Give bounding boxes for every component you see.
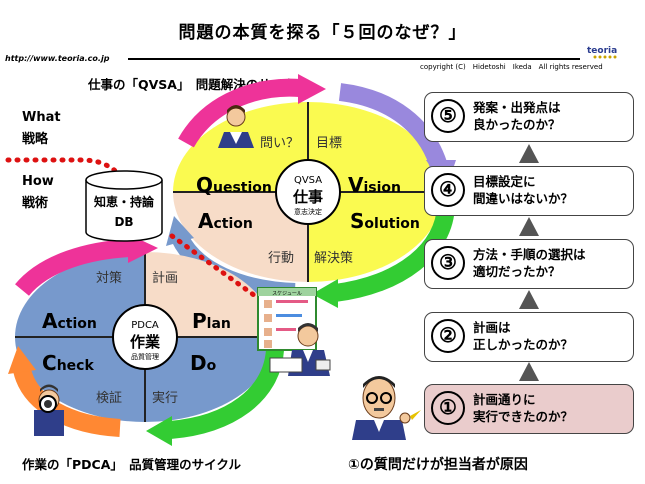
pdca-plan-jp: 計画 [152,270,178,286]
phone-person-illustration [269,323,331,376]
pdca-check-label: Check [42,351,94,375]
presenter-illustration [352,376,421,440]
pdca-arrowhead-green [146,416,172,446]
pdca-verify-jp: 検証 [96,391,122,406]
qvsa-quadrant-action [173,192,308,282]
question-text-5: 発案・出発点は 良かったのか？ [473,100,561,132]
what-label: What [22,110,61,125]
qvsa-arrow-magenta [178,78,301,148]
question-number-5: ⑤ [431,99,465,133]
qvsa-center-sub: 意志決定 [294,207,322,216]
schedule-label: スケジュール [272,290,302,297]
qvsa-arrow-purple [338,83,449,173]
pdca-quadrant-action [15,252,145,337]
qvsa-solution-label: Solution [350,209,420,233]
up-arrow-triangles [519,144,539,381]
pdca-center-top: PDCA [131,320,159,331]
thinking-person-illustration [218,105,254,148]
pdca-center-main: 作業 [130,333,161,351]
pdca-do-label: Do [190,351,217,375]
question-text-2: 計画は 正しかったのか？ [473,320,574,352]
qvsa-center-top: QVSA [294,175,322,186]
red-dotted-line-diagonal [169,233,261,301]
db-cylinder: 知恵・持論 DB [85,170,163,242]
qvsa-center-main: 仕事 [292,188,323,206]
question-box-1: ① 計画通りに 実行できたのか？ [424,384,634,434]
question-text-3: 方法・手順の選択は 適切だったか？ [473,247,586,279]
pdca-quadrant-plan [145,252,275,337]
pdca-center-circle [112,304,178,370]
pdca-center-sub: 品質管理 [131,352,159,361]
question-box-4: ④ 目標設定に 間違いはないか？ [424,166,634,216]
pdca-measure-jp: 対策 [96,270,122,286]
pdca-action-label: Action [42,309,97,333]
magnifier-person-illustration [34,384,64,436]
site-url[interactable]: http://www.teoria.co.jp [5,54,110,63]
db-line1: 知恵・持論 [93,194,155,209]
question-number-1: ① [431,391,465,425]
qvsa-vision-label: Vision [348,173,401,197]
question-box-2: ② 計画は 正しかったのか？ [424,312,634,362]
page-title: 問題の本質を探る「５回のなぜ？」 [178,23,467,43]
question-number-2: ② [431,319,465,353]
pdca-quadrant-check [15,337,145,422]
pdca-heading: 作業の「PDCA」 品質管理のサイクル [22,457,242,472]
question-text-4: 目標設定に 間違いはないか？ [473,174,574,206]
qvsa-question-label: Question [196,173,272,197]
logo-text: teoria [587,46,617,56]
conclusion-text: ①の質問だけが担当者が原因 [348,457,528,473]
qvsa-goal-jp: 目標 [316,136,342,151]
pdca-arrowhead-orange [8,346,36,374]
header-rule [128,58,580,60]
pdca-quadrant-do [145,337,275,422]
qvsa-center-circle [275,159,341,225]
qvsa-action-label: Action [198,209,253,233]
question-text-1: 計画通りに 実行できたのか？ [473,392,574,424]
qvsa-action-jp: 行動 [268,251,294,266]
question-box-5: ⑤ 発案・出発点は 良かったのか？ [424,92,634,142]
qvsa-arrowhead-magenta [298,74,326,104]
teoria-logo: teoria [583,44,631,60]
tactics-label: 戦術 [22,196,49,211]
copyright: copyright (C) Hidetoshi Ikeda All rights… [420,63,603,71]
qvsa-quadrant-solution [308,192,443,282]
question-box-3: ③ 方法・手順の選択は 適切だったか？ [424,239,634,289]
pdca-arrow-magenta [15,239,131,297]
pdca-plan-label: Plan [192,309,231,333]
red-dotted-line-top [5,157,121,176]
qvsa-arrow-green [333,204,455,302]
question-number-4: ④ [431,173,465,207]
qvsa-question-jp: 問い？ [260,136,299,151]
question-number-3: ③ [431,246,465,280]
strategy-label: 戦略 [22,132,49,147]
qvsa-solution-jp: 解決策 [314,250,353,266]
db-line2: DB [114,215,133,229]
how-label: How [22,174,54,189]
qvsa-arrowhead-green [312,279,338,308]
qvsa-quadrant-vision [308,102,443,192]
pdca-execute-jp: 実行 [152,390,178,406]
